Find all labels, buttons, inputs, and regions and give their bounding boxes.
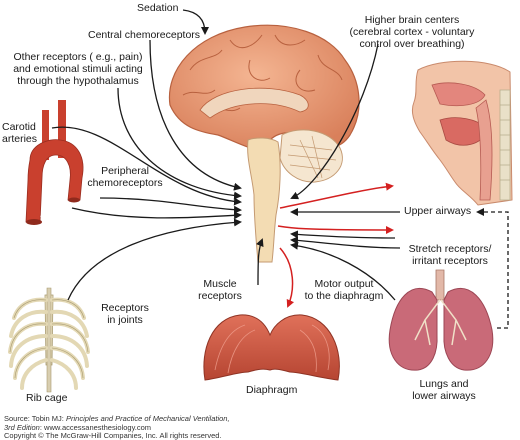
label-joints-line2: in joints — [107, 314, 143, 326]
label-carotid-line1: Carotid — [2, 121, 36, 133]
arrow-lungs-dashed — [476, 208, 509, 329]
afferent-arrows — [51, 9, 509, 329]
arrow-motor-output — [279, 247, 295, 308]
diaphragm-muscle — [203, 314, 340, 381]
corpus-callosum — [199, 87, 309, 119]
label-peripheral-line1: Peripheral — [101, 165, 149, 177]
label-lungs-line1: Lungs and — [419, 378, 469, 390]
cerebellum — [279, 129, 343, 183]
label-sedation: Sedation — [137, 2, 179, 14]
label-upper-airways: Upper airways — [404, 205, 472, 217]
spine-column — [499, 89, 511, 201]
efferent-arrows — [277, 182, 394, 308]
label-aorta: Aorta — [40, 208, 68, 220]
source-citation: Source: Tobin MJ: Principles and Practic… — [4, 414, 230, 423]
label-lungs-line2: lower airways — [412, 390, 476, 402]
arrow-joints — [67, 218, 242, 301]
label-motor-line1: Motor output — [314, 278, 374, 290]
arrow-central-chemoreceptors — [149, 39, 242, 191]
bronchi — [414, 299, 467, 346]
label-stretch-receptors: Stretch receptors/ irritant receptors — [400, 243, 500, 267]
cerebrum — [168, 24, 360, 151]
source-edition-url: : www.accessanesthesiology.com — [39, 423, 152, 432]
arrow-carotid — [51, 126, 242, 206]
label-muscle-receptors: Muscle receptors — [194, 278, 246, 302]
diaphragm-illustration — [203, 314, 340, 381]
label-lungs-lower-airways: Lungs and lower airways — [404, 378, 484, 402]
label-other-receptors: Other receptors ( e.g., pain) and emotio… — [2, 51, 154, 87]
aorta-arch — [25, 139, 84, 223]
label-muscle-line2: receptors — [198, 290, 242, 302]
label-peripheral-line2: chemoreceptors — [87, 177, 163, 189]
label-carotid-arteries: Carotid arteries — [2, 121, 37, 145]
arrow-stretch-1 — [290, 230, 396, 239]
rib-cage-illustration — [8, 287, 90, 393]
label-other-receptors-line2: and emotional stimuli acting — [13, 63, 143, 75]
brain-gyri — [182, 34, 343, 112]
source-prefix: Source: Tobin MJ: — [4, 414, 66, 423]
label-stretch-line2: irritant receptors — [412, 255, 488, 267]
arrow-other-receptors — [117, 87, 242, 200]
arrow-lungs — [290, 241, 396, 301]
label-higher-brain-line3: control over breathing) — [359, 38, 465, 50]
label-peripheral-chemoreceptors: Peripheral chemoreceptors — [80, 165, 170, 189]
label-other-receptors-line1: Other receptors ( e.g., pain) — [13, 51, 143, 63]
arrow-aorta — [71, 207, 242, 220]
label-receptors-in-joints: Receptors in joints — [96, 302, 154, 326]
cerebellum-folia — [287, 135, 337, 179]
source-edition: 3rd Edition: www.accessanesthesiology.co… — [4, 423, 151, 432]
brain-illustration — [168, 24, 360, 263]
lungs-illustration — [388, 269, 494, 371]
left-lung — [388, 288, 438, 371]
head-sagittal-illustration — [411, 60, 513, 206]
label-carotid-line2: arteries — [2, 133, 38, 145]
label-joints-line1: Receptors — [101, 302, 149, 314]
arrow-efferent-lower — [277, 225, 394, 234]
arrow-efferent-upper — [279, 182, 394, 209]
label-rib-cage: Rib cage — [26, 392, 68, 404]
label-motor-output: Motor output to the diaphragm — [296, 278, 392, 302]
arrow-peripheral — [99, 197, 242, 214]
nasal-cavity — [431, 82, 486, 107]
label-diaphragm: Diaphragm — [246, 384, 298, 396]
copyright: Copyright © The McGraw-Hill Companies, I… — [4, 431, 222, 440]
spine-back — [46, 287, 52, 393]
source-edition-text: 3rd Edition — [4, 423, 40, 432]
brainstem — [247, 137, 281, 263]
arrow-muscle — [256, 238, 264, 286]
label-stretch-line1: Stretch receptors/ — [408, 243, 492, 255]
label-higher-brain-line1: Higher brain centers — [364, 14, 460, 26]
label-higher-brain-centers: Higher brain centers (cerebral cortex - … — [328, 14, 496, 50]
trachea — [435, 269, 445, 301]
right-lung — [443, 287, 494, 371]
arrow-higher-brain — [290, 43, 379, 200]
arrow-stretch-2 — [290, 236, 401, 249]
pharynx — [475, 99, 493, 201]
label-other-receptors-line3: through the hypothalamus — [17, 75, 139, 87]
aorta-illustration — [25, 100, 84, 225]
label-central-chemoreceptors: Central chemoreceptors — [88, 29, 201, 41]
label-higher-brain-line2: (cerebral cortex - voluntary — [349, 26, 475, 38]
source-title: Principles and Practice of Mechanical Ve… — [65, 414, 230, 423]
label-motor-line2: to the diaphragm — [304, 290, 384, 302]
arrow-sedation — [182, 9, 209, 35]
label-muscle-line1: Muscle — [203, 278, 237, 290]
